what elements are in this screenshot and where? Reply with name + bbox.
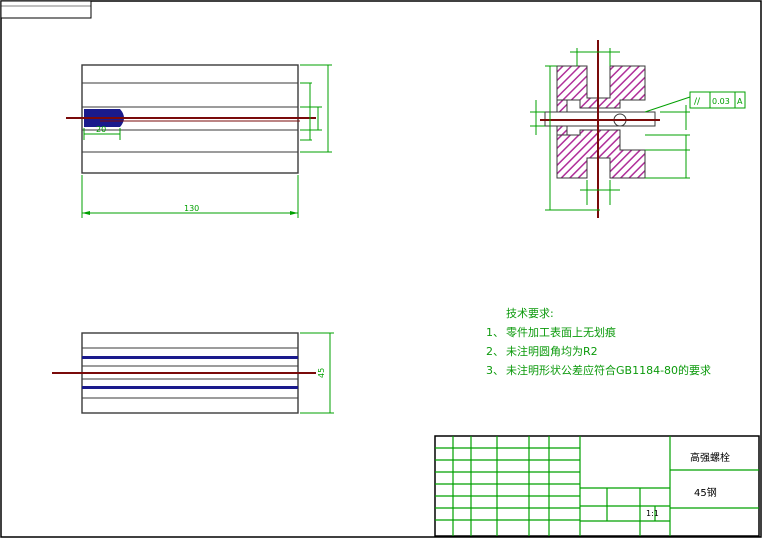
requirement-text: 未注明形状公差应符合GB1184-80的要求 bbox=[506, 364, 712, 377]
section-view: // 0.03 A bbox=[530, 40, 746, 218]
slot-bottom bbox=[82, 386, 298, 389]
tolerance-frame: // 0.03 A bbox=[689, 91, 746, 109]
side-view: 45 bbox=[52, 332, 334, 414]
svg-text://: // bbox=[694, 97, 701, 107]
title-block bbox=[434, 435, 760, 537]
requirement-text: 零件加工表面上无划痕 bbox=[506, 326, 616, 339]
title-block-part-name: 高强螺栓 bbox=[690, 453, 730, 464]
requirement-text: 未注明圆角均为R2 bbox=[506, 345, 598, 358]
technical-requirements-title: 技术要求: bbox=[506, 307, 554, 320]
title-block-material: 45钢 bbox=[694, 488, 717, 499]
requirement-number: 2、 bbox=[486, 345, 504, 358]
svg-text:0.03: 0.03 bbox=[712, 97, 730, 106]
title-block-scale: 1:1 bbox=[646, 509, 659, 518]
section-body-bottom bbox=[556, 129, 646, 179]
technical-requirements: 技术要求: 1、零件加工表面上无划痕 2、未注明圆角均为R2 3、未注明形状公差… bbox=[486, 304, 756, 380]
requirement-item: 1、零件加工表面上无划痕 bbox=[486, 323, 756, 342]
front-view: 20 130 bbox=[66, 64, 332, 218]
requirement-number: 1、 bbox=[486, 326, 504, 339]
svg-text:A: A bbox=[737, 97, 743, 106]
dim-hole-depth: 20 bbox=[96, 125, 106, 134]
section-body-top bbox=[556, 65, 646, 109]
dim-height: 45 bbox=[317, 368, 326, 378]
slot-top bbox=[82, 356, 298, 359]
requirement-number: 3、 bbox=[486, 364, 504, 377]
drawing-number-box bbox=[0, 0, 92, 19]
requirement-item: 2、未注明圆角均为R2 bbox=[486, 342, 756, 361]
requirement-item: 3、未注明形状公差应符合GB1184-80的要求 bbox=[486, 361, 756, 380]
dim-length: 130 bbox=[184, 204, 199, 213]
